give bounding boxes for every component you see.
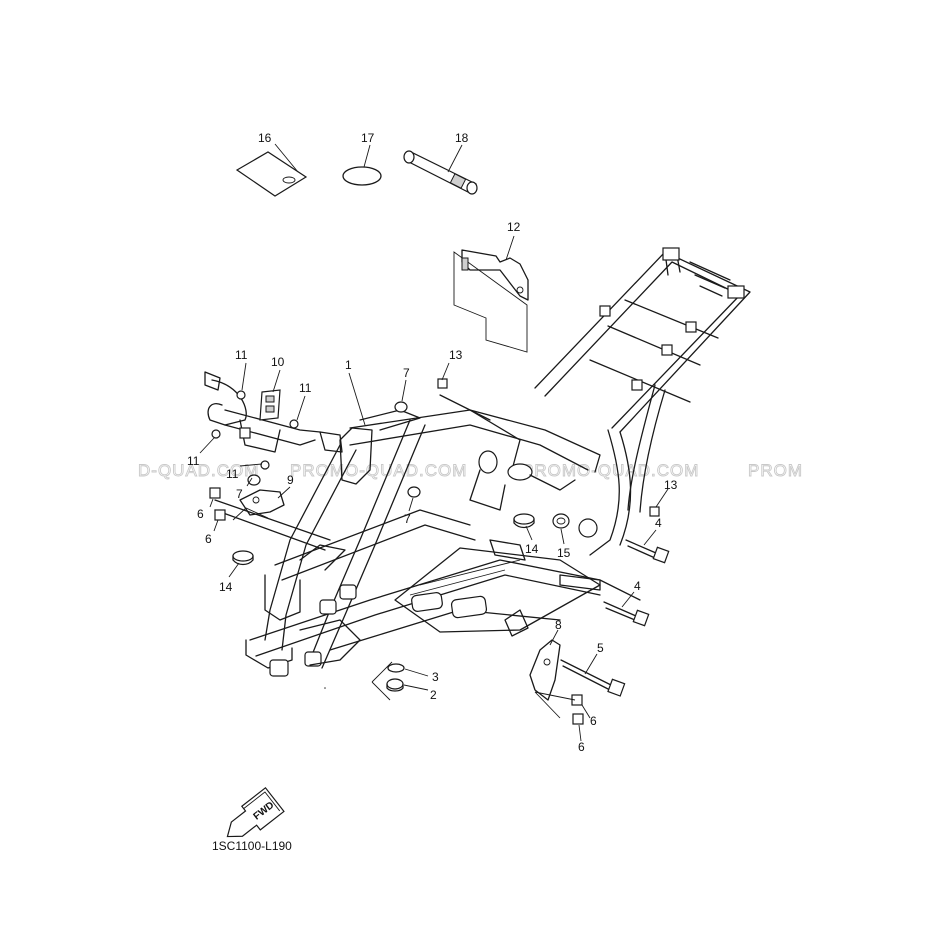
part-11-nut <box>236 390 246 400</box>
part-6-nut <box>572 713 584 725</box>
part-13-nut <box>649 506 660 517</box>
part-18-tube <box>403 144 478 195</box>
callout-10: 10 <box>271 355 285 369</box>
callout-9: 9 <box>287 473 294 487</box>
watermark: D-QUAD.COM PROMO-QUAD.COM PROMO-QUAD.COM… <box>138 461 803 481</box>
callout-11: 11 <box>187 454 200 468</box>
part-5-bolt <box>560 659 626 697</box>
callout-3: 3 <box>432 670 439 684</box>
part-11-nut <box>211 429 221 439</box>
stray-dot <box>324 687 326 689</box>
watermark-segment: PROMO-QUAD.COM <box>522 461 699 480</box>
callout-5: 5 <box>597 641 604 655</box>
callout-16: 16 <box>258 131 272 145</box>
part-3-washer <box>387 663 405 673</box>
callout-6: 6 <box>205 532 212 546</box>
part-11-nut <box>260 460 270 470</box>
part-12-bracket <box>453 235 529 353</box>
part-11-nut <box>289 419 299 429</box>
part-4-bolt <box>603 601 650 627</box>
watermark-segment: PROM <box>748 461 803 480</box>
callout-6: 6 <box>197 507 204 521</box>
callout-11: 11 <box>235 348 248 362</box>
part-13-nut <box>437 378 448 389</box>
leader-lines <box>199 362 669 742</box>
callout-4: 4 <box>634 579 641 593</box>
part-4-bolt <box>625 539 670 564</box>
callout-8: 8 <box>555 618 562 632</box>
callout-17: 17 <box>361 131 375 145</box>
part-15-grommet <box>552 513 570 529</box>
callout-2: 2 <box>430 688 437 702</box>
callout-15: 15 <box>557 546 571 560</box>
part-8-bracket <box>529 639 561 701</box>
part-7-collar <box>407 486 421 498</box>
part-6-nut <box>209 487 221 499</box>
callout-14: 14 <box>219 580 233 594</box>
callout-labels: 16 17 18 12 11 10 11 1 13 7 11 11 7 9 7 … <box>187 131 678 754</box>
callout-7: 7 <box>236 487 243 501</box>
watermark-segment: PROMO-QUAD.COM <box>290 461 467 480</box>
callout-13: 13 <box>664 478 678 492</box>
callout-11: 11 <box>299 381 312 395</box>
part-17-o-ring <box>342 144 382 186</box>
callout-14: 14 <box>525 542 539 556</box>
callout-7: 7 <box>403 366 410 380</box>
callout-11: 11 <box>226 467 239 481</box>
part-16-label <box>235 143 308 197</box>
part-6-nut <box>571 694 583 706</box>
callout-7: 7 <box>404 512 411 526</box>
part-6-nut <box>214 509 226 521</box>
diagram-code: 1SC1100-L190 <box>212 839 292 853</box>
part-7-collar <box>247 474 261 486</box>
part-7-collar <box>394 401 408 413</box>
part-14-clamp <box>232 550 254 566</box>
callout-12: 12 <box>507 220 521 234</box>
callout-6: 6 <box>578 740 585 754</box>
watermark-segment: D-QUAD.COM <box>138 461 259 480</box>
callout-4: 4 <box>655 516 662 530</box>
callout-6: 6 <box>590 714 597 728</box>
callout-1: 1 <box>345 358 352 372</box>
part-1-frame <box>204 247 751 677</box>
callout-18: 18 <box>455 131 469 145</box>
callout-13: 13 <box>449 348 463 362</box>
forward-arrow-icon: FWD <box>226 786 285 838</box>
part-14-clamp <box>513 513 535 529</box>
part-2-collar <box>386 678 404 692</box>
